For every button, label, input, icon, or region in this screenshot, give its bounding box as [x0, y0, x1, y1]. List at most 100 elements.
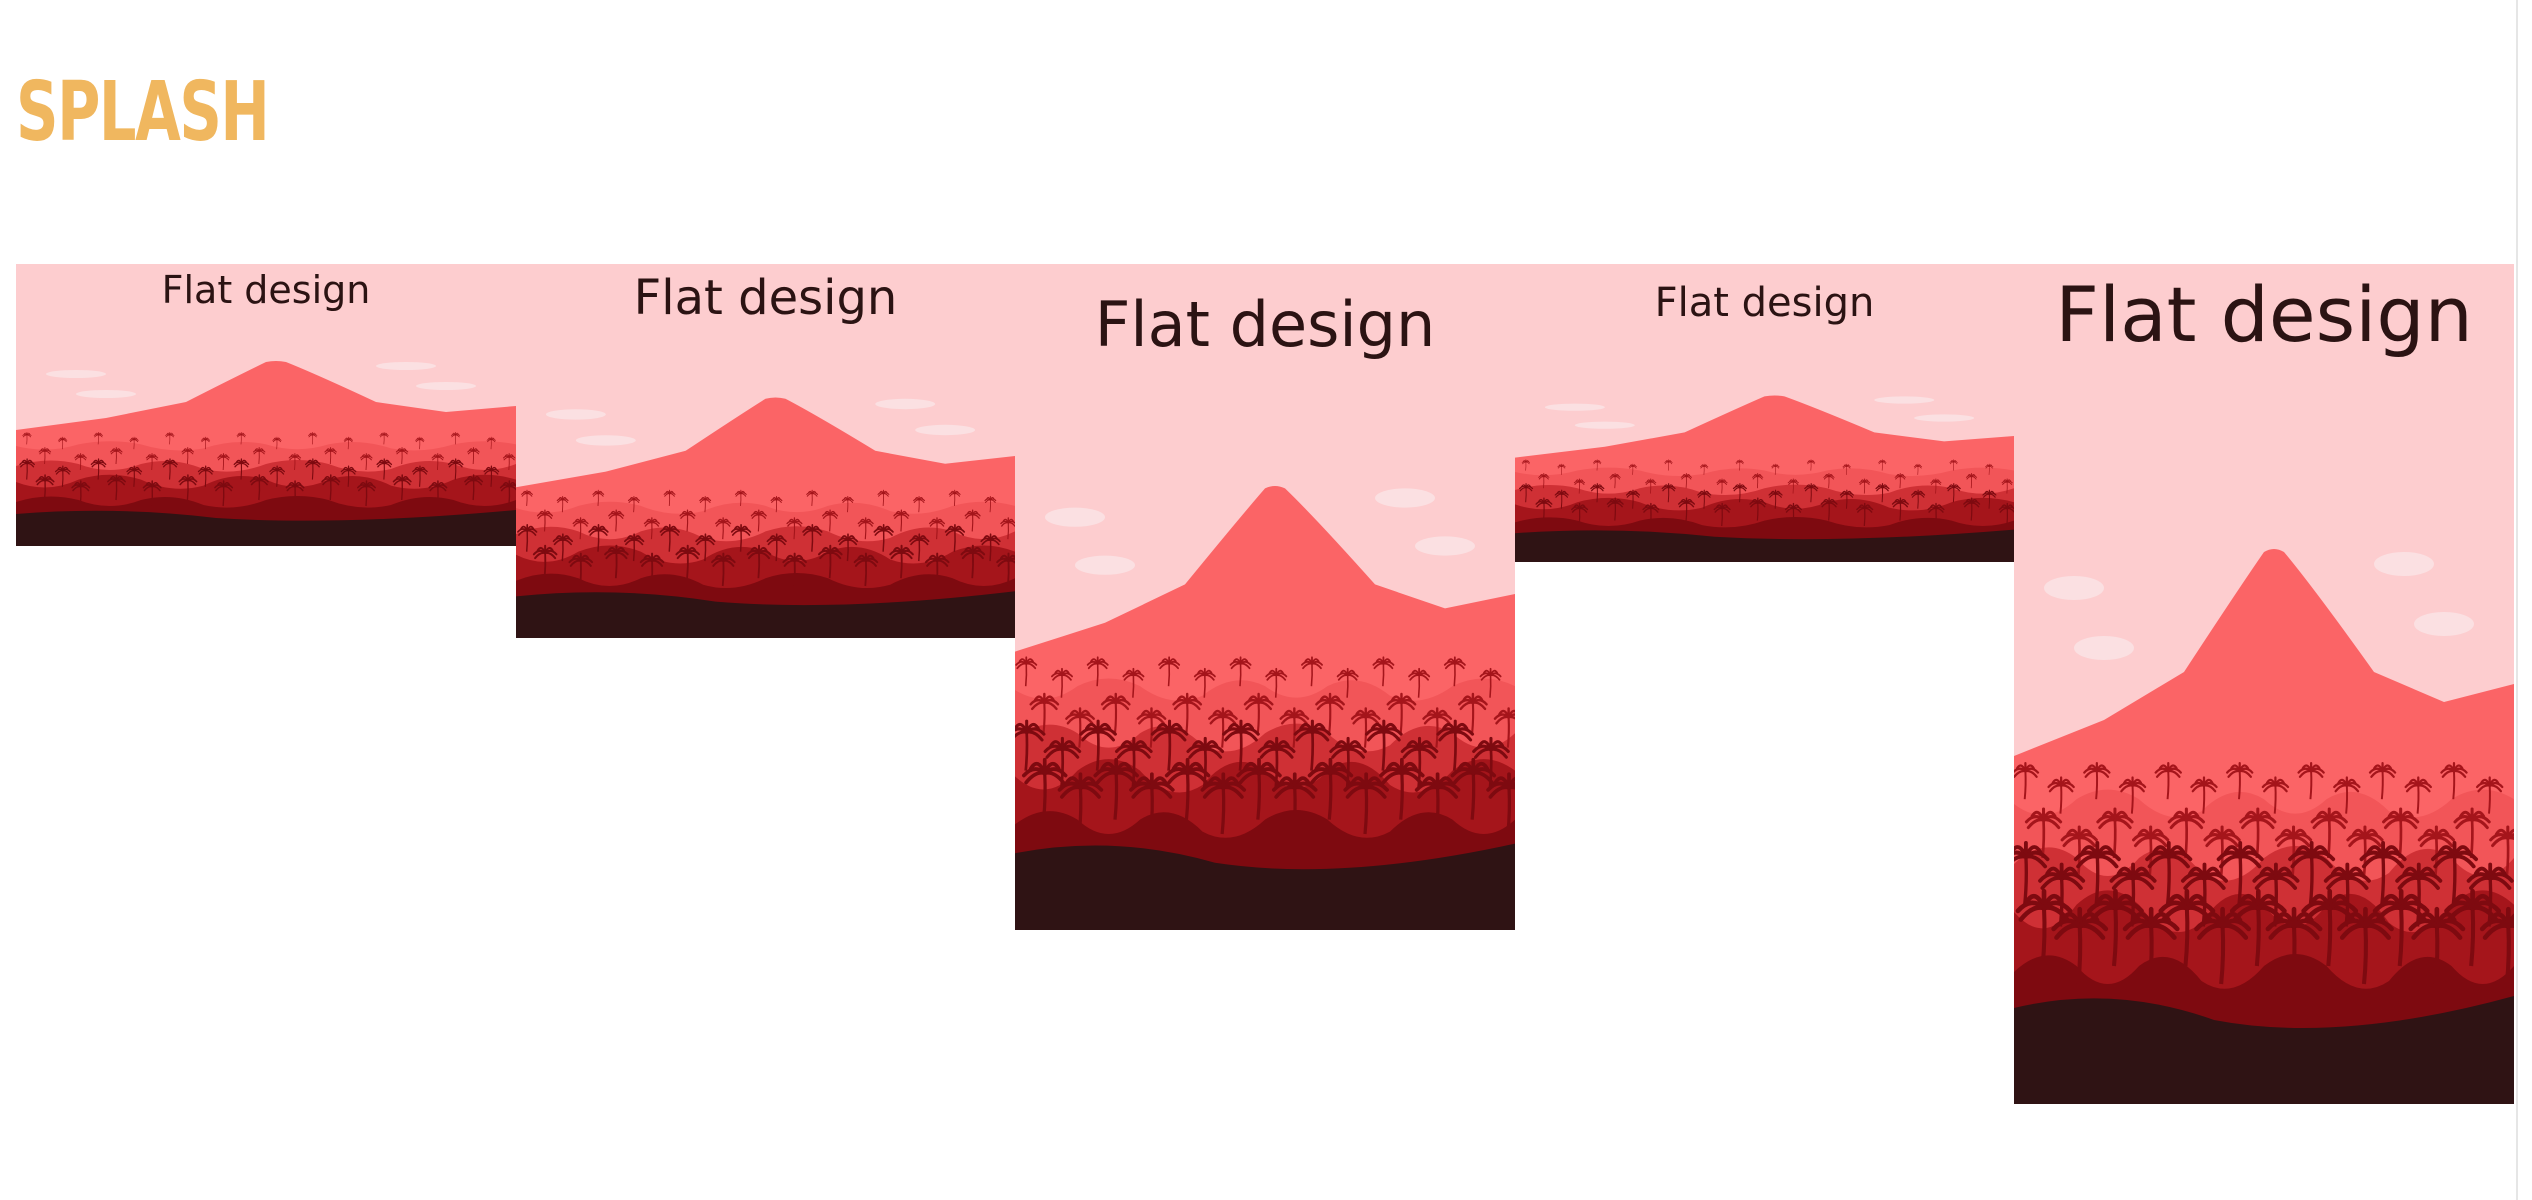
palm-tree: [1172, 692, 1203, 734]
cloud: [1574, 421, 1635, 429]
palm-tree: [877, 489, 890, 506]
tree-row: [19, 458, 500, 487]
palm-tree: [1593, 459, 1602, 471]
palm-tree: [2297, 761, 2325, 800]
palm-tree: [1208, 707, 1238, 748]
palm-tree: [766, 533, 787, 562]
palm-tree: [1136, 707, 1167, 748]
palm-tree: [2359, 841, 2407, 905]
palm-tree: [1573, 478, 1586, 494]
cloud: [2414, 612, 2474, 636]
palm-tree: [2239, 807, 2277, 859]
palm-tree: [960, 544, 986, 579]
tree-row: [35, 474, 516, 507]
palm-tree: [623, 533, 645, 562]
palm-tree: [2479, 906, 2514, 985]
palm-tree: [145, 453, 159, 471]
palm-tree: [786, 517, 803, 540]
palm-tree: [517, 524, 538, 552]
palm-tree: [857, 517, 874, 540]
splash-card-4[interactable]: Flat design: [1515, 264, 2014, 562]
tree-row: [1538, 473, 2013, 494]
palm-tree: [944, 524, 966, 552]
palm-tree: [1093, 757, 1139, 820]
palm-tree: [695, 533, 716, 562]
palm-tree: [1963, 497, 1981, 521]
palm-tree: [639, 552, 665, 587]
palm-tree: [2265, 906, 2323, 985]
palm-tree: [1735, 459, 1744, 471]
palm-tree: [1642, 502, 1660, 527]
palm-tree: [1680, 473, 1692, 489]
tree-row: [1519, 483, 1997, 509]
vertical-scrollbar[interactable]: [2516, 0, 2532, 1200]
palm-tree: [2014, 841, 2050, 905]
palm-tree: [1343, 772, 1389, 835]
palm-tree: [431, 453, 444, 471]
palm-tree: [782, 552, 807, 587]
tree-row: [1535, 497, 2014, 527]
palm-tree: [467, 447, 480, 465]
palm-tree: [2368, 761, 2397, 800]
palm-tree: [450, 431, 461, 445]
palm-tree: [1436, 719, 1475, 771]
palm-tree: [1927, 502, 1945, 527]
cloud: [1914, 414, 1975, 422]
palm-tree: [1571, 502, 1589, 527]
landscape-illustration: [2014, 549, 2514, 1104]
palm-tree: [22, 431, 32, 445]
palm-tree: [1859, 478, 1871, 494]
tree-row: [1015, 656, 1502, 698]
palm-tree: [1842, 463, 1851, 475]
palm-tree: [837, 533, 859, 562]
palm-tree: [817, 544, 843, 579]
palm-tree: [249, 474, 269, 501]
palm-tree: [2060, 825, 2098, 877]
palm-tree: [308, 431, 318, 445]
cloud: [915, 424, 976, 436]
palm-tree: [730, 524, 752, 552]
palm-tree: [1716, 478, 1728, 494]
palm-tree: [770, 496, 783, 513]
palm-tree: [1450, 757, 1497, 820]
palm-tree: [643, 517, 660, 540]
splash-card-5[interactable]: Flat design: [2014, 264, 2514, 1104]
landscape-illustration: [16, 361, 516, 546]
palm-tree: [1293, 719, 1332, 771]
tree-row: [532, 544, 1015, 587]
palm-tree: [1079, 719, 1117, 771]
palm-tree: [1771, 463, 1780, 475]
palm-tree: [2001, 478, 2013, 494]
palm-tree: [1051, 667, 1073, 698]
palm-tree: [1086, 656, 1109, 687]
palm-tree: [2203, 825, 2241, 877]
palm-tree: [1998, 502, 2014, 527]
palm-tree: [552, 533, 574, 562]
palm-tree: [1538, 473, 1550, 489]
palm-tree: [536, 509, 553, 532]
palm-tree: [1257, 736, 1296, 789]
palm-tree: [1661, 483, 1676, 503]
tree-row: [521, 489, 997, 513]
cloud: [376, 362, 436, 370]
palm-tree: [340, 465, 357, 487]
palm-tree: [1379, 757, 1425, 820]
palm-tree: [1164, 757, 1211, 820]
palm-tree: [395, 447, 409, 465]
palm-tree: [659, 524, 680, 552]
splash-card-3[interactable]: Flat design: [1015, 264, 1515, 930]
splash-card-2[interactable]: Flat design: [516, 264, 1015, 638]
splash-card-1[interactable]: Flat design: [16, 264, 516, 546]
palm-tree: [412, 465, 428, 487]
palm-tree: [715, 517, 732, 540]
tree-row: [22, 431, 496, 450]
palm-tree: [928, 517, 946, 540]
palm-tree: [1557, 463, 1566, 475]
palm-tree: [1609, 473, 1621, 489]
palm-tree: [165, 431, 175, 445]
palm-tree: [588, 524, 609, 552]
palm-tree: [909, 533, 930, 562]
palm-tree: [1065, 707, 1095, 748]
palm-tree: [2372, 888, 2430, 967]
palm-tree: [35, 474, 55, 501]
